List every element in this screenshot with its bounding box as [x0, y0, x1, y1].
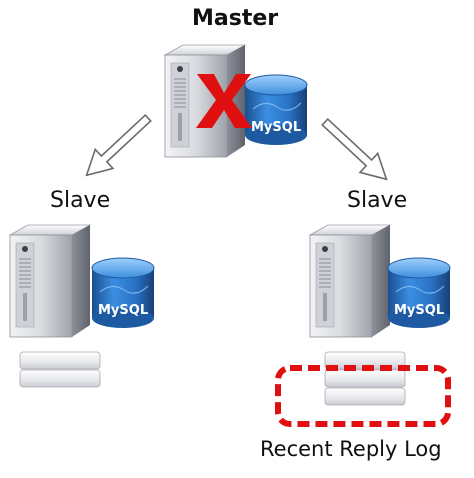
recent-log-highlight-box	[275, 365, 451, 427]
left-db-logo-text: MySQL	[98, 303, 148, 318]
left-slave-server-icon	[9, 224, 91, 338]
right-slave-server-icon	[309, 224, 391, 338]
right-slave-database-icon: MySQL	[387, 257, 451, 329]
master-db-logo-text: MySQL	[251, 120, 301, 135]
left-log-stack-icon	[19, 351, 101, 388]
left-slave-database-icon: MySQL	[91, 257, 155, 329]
right-slave-label: Slave	[347, 188, 408, 213]
master-database-icon: MySQL	[244, 74, 308, 146]
failure-x-icon	[196, 74, 252, 128]
left-slave-label: Slave	[50, 188, 111, 213]
arrow-to-right-slave-icon	[315, 111, 397, 190]
right-db-logo-text: MySQL	[394, 303, 444, 318]
arrow-to-left-slave-icon	[76, 107, 158, 186]
recent-reply-log-label: Recent Reply Log	[260, 437, 442, 461]
master-title: Master	[192, 6, 279, 31]
master-server-icon	[164, 44, 246, 158]
right-log-stack-icon	[324, 351, 406, 406]
